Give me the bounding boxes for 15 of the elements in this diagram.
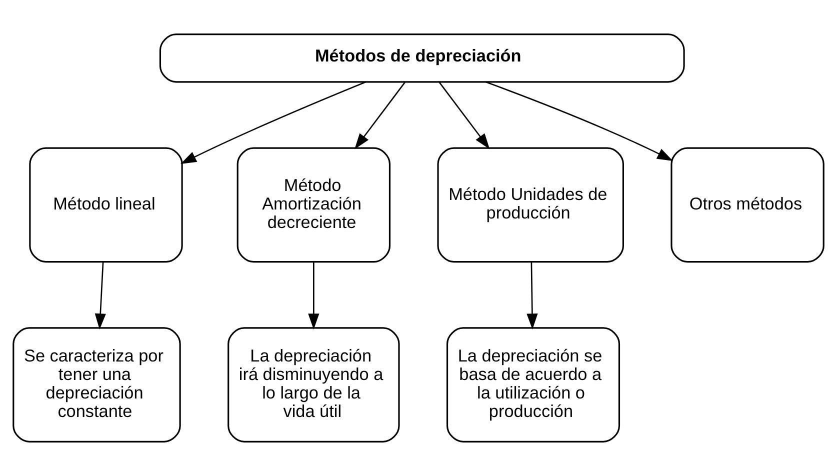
node-box: La depreciación se basa de acuerdo a la utilización o producción [446, 327, 620, 442]
arrow [180, 81, 366, 164]
arrow [94, 262, 106, 330]
node-box: Método Unidades de producción [437, 147, 624, 263]
node-box: Método Amortización decreciente [236, 147, 391, 263]
node-box: La depreciación irá disminuyendo a lo largo de la vida útil [228, 327, 400, 442]
arrow [308, 262, 320, 330]
node-box: Se caracteriza por tener una depreciación constante [12, 327, 181, 442]
node-box: Método lineal [29, 147, 183, 263]
node-box: Métodos de depreciación [159, 34, 685, 83]
arrow [526, 262, 538, 330]
arrow [485, 81, 674, 162]
arrow [354, 82, 406, 150]
node-box: Otros métodos [670, 147, 824, 263]
arrow [438, 82, 490, 150]
